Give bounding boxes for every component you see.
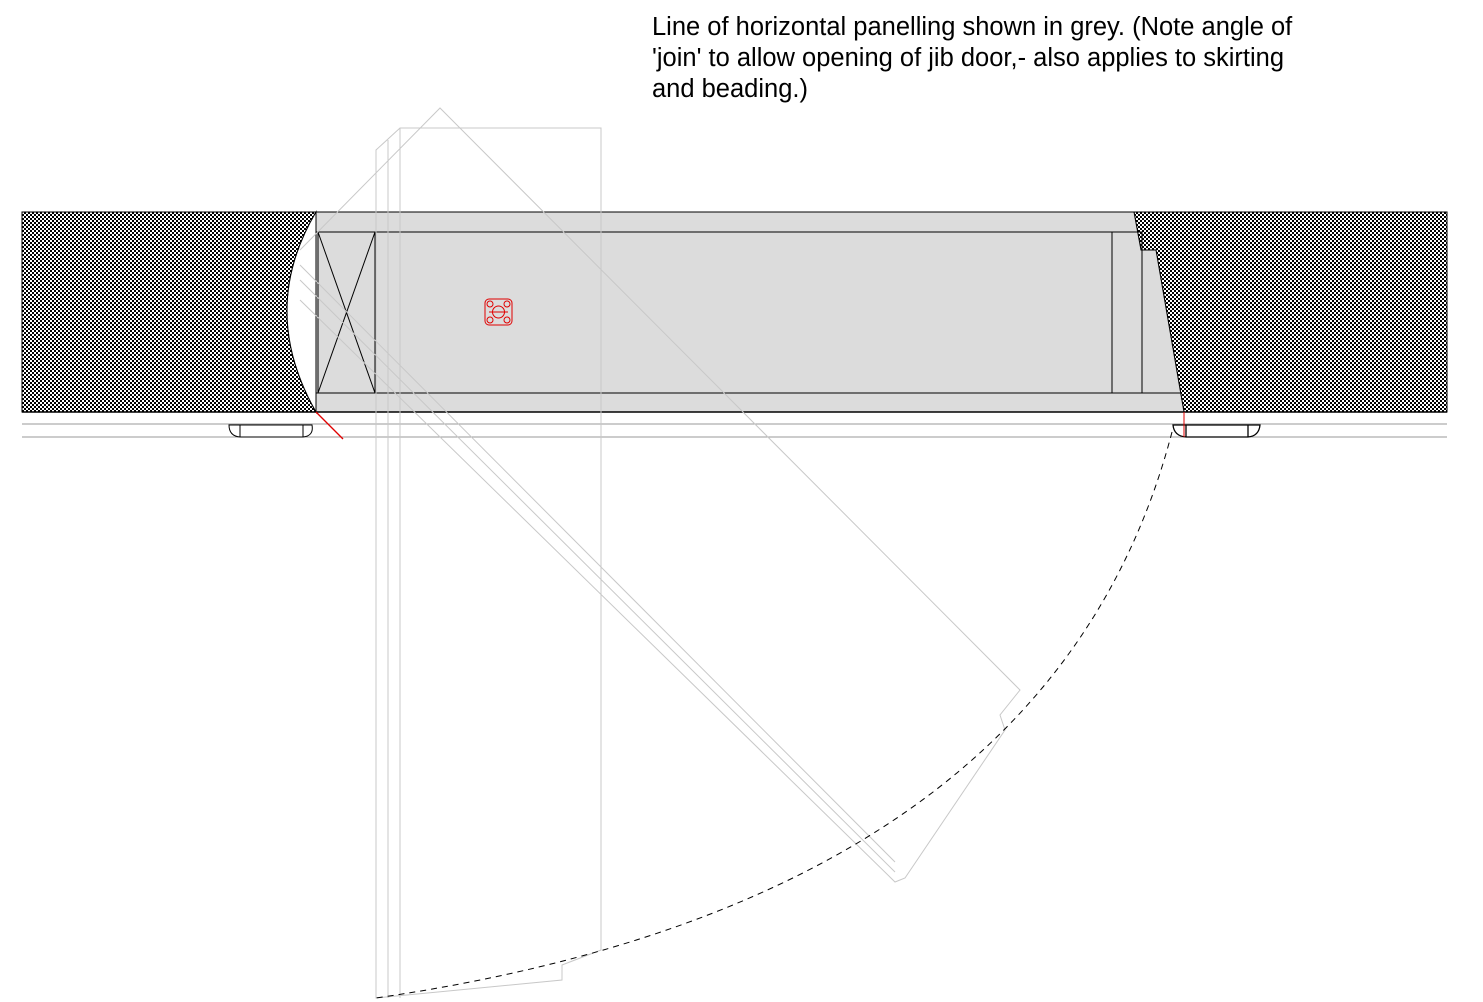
annotation-line-2: 'join' to allow opening of jib door,- al… [652, 44, 1285, 72]
annotation-line-1: Line of horizontal panelling shown in gr… [652, 13, 1293, 41]
skirting-bead-profile-icon [228, 424, 313, 438]
wall-section-right [1133, 211, 1448, 413]
join-angle-marker-left [315, 411, 344, 440]
wall-section-left [21, 211, 317, 413]
door-edge-clearance [286, 210, 317, 414]
door-open-ghost-outlines [299, 107, 1021, 999]
door-swing-arc [375, 431, 1173, 999]
skirting-bead-profile-icon [1172, 424, 1261, 438]
door-handle-plate-icon [484, 298, 513, 326]
right-stile [1111, 231, 1143, 394]
annotation-line-3: and beading.) [652, 75, 808, 103]
annotation-note: Line of horizontal panelling shown in gr… [652, 12, 1472, 105]
door-panel-closed [286, 211, 1185, 413]
left-stile-crossed [317, 231, 376, 394]
